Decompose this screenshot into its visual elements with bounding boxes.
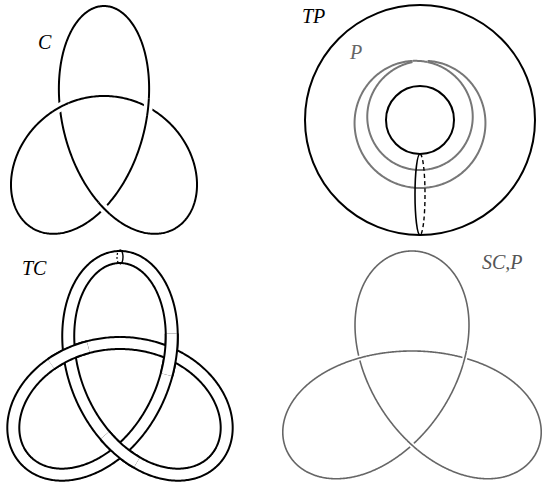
over-crossing	[352, 356, 366, 360]
over-crossing	[167, 334, 172, 375]
satellite-knot	[283, 251, 541, 479]
knot-strand	[283, 251, 541, 479]
over-crossing	[167, 334, 172, 375]
over-crossing	[51, 347, 88, 364]
over-crossing	[99, 203, 110, 215]
tube-meridian	[117, 250, 123, 264]
over-crossing	[105, 435, 137, 462]
knot-strand	[355, 61, 486, 188]
over-crossing	[407, 440, 418, 450]
pattern-knot	[355, 61, 486, 188]
over-crossing	[352, 356, 366, 360]
over-crossing	[463, 351, 467, 365]
knot-label: TP	[302, 6, 325, 26]
over-crossing	[147, 99, 149, 116]
torus-inner-circle	[386, 86, 454, 154]
over-crossing	[51, 347, 88, 364]
knot-label: P	[350, 42, 362, 62]
over-crossing	[413, 61, 428, 62]
knot-strand	[13, 257, 226, 475]
meridian-solid	[415, 154, 420, 235]
over-crossing	[413, 61, 428, 62]
knot-label: TC	[22, 258, 46, 278]
knot-strand	[11, 6, 197, 234]
solid-torus	[305, 5, 535, 235]
knot-tube	[13, 257, 226, 475]
knot-label: C	[38, 32, 51, 52]
knot-strand	[13, 257, 226, 475]
over-crossing	[105, 435, 137, 462]
knot-label: SC,P	[482, 252, 523, 272]
meridian-dashed	[420, 154, 425, 235]
over-crossing	[99, 203, 110, 215]
companion-knot	[11, 6, 197, 234]
meridian-disk	[415, 154, 425, 235]
meridian-solid	[120, 250, 123, 264]
meridian-dashed	[117, 250, 120, 264]
over-crossing	[52, 103, 68, 112]
torus-outer-circle	[305, 5, 535, 235]
over-crossing	[147, 99, 149, 116]
over-crossing	[463, 351, 467, 365]
over-crossing	[52, 103, 68, 112]
over-crossing	[407, 440, 418, 450]
